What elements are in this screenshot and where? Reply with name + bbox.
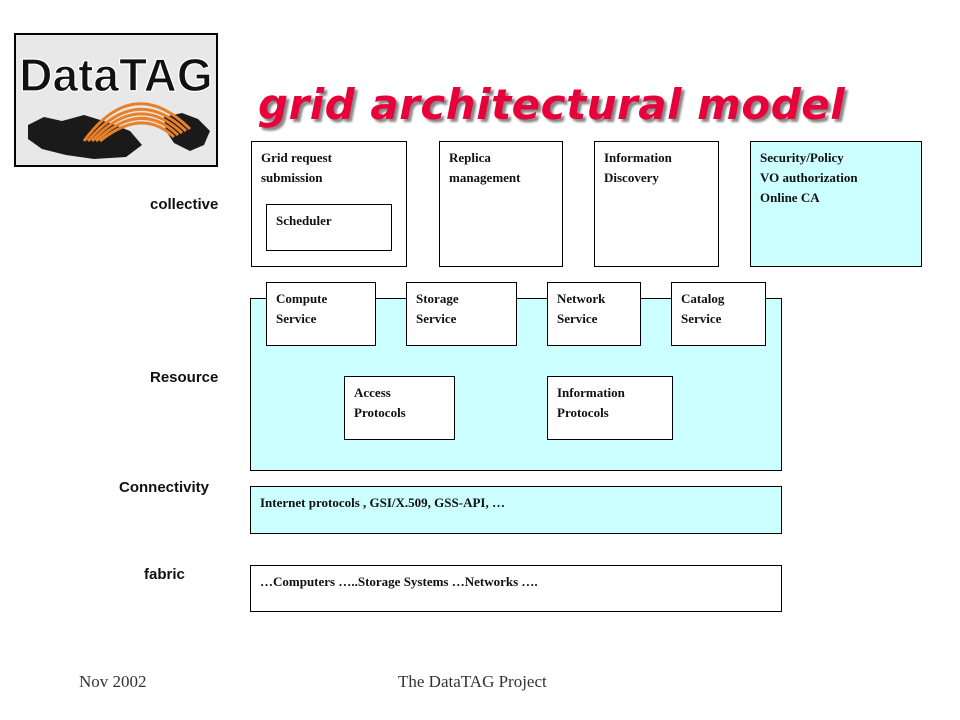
information-discovery-line-2: Discovery: [604, 170, 659, 185]
datatag-logo: DataTAG: [14, 33, 218, 167]
security-line-1: Security/Policy: [760, 150, 844, 165]
catalog-line-1: Catalog: [681, 291, 725, 306]
storage-line-2: Service: [416, 311, 457, 326]
footer-date: Nov 2002: [79, 672, 147, 691]
storage-line-1: Storage: [416, 291, 459, 306]
fabric-text: …Computers …..Storage Systems …Networks …: [260, 574, 538, 589]
network-service-box: Network Service: [547, 282, 641, 346]
information-protocols-line-2: Protocols: [557, 405, 609, 420]
layer-label-collective: collective: [150, 196, 219, 213]
layer-label-fabric: fabric: [144, 566, 185, 583]
security-line-3: Online CA: [760, 190, 820, 205]
security-line-2: VO authorization: [760, 170, 858, 185]
footer-project: The DataTAG Project: [398, 672, 547, 691]
information-discovery-box: Information Discovery: [594, 141, 719, 267]
fabric-layer-box: …Computers …..Storage Systems …Networks …: [250, 565, 782, 612]
grid-request-line-2: submission: [261, 170, 323, 185]
information-protocols-line-1: Information: [557, 385, 625, 400]
connectivity-layer-box: Internet protocols , GSI/X.509, GSS-API,…: [250, 486, 782, 534]
security-policy-box: Security/Policy VO authorization Online …: [750, 141, 922, 267]
replica-line-2: management: [449, 170, 521, 185]
network-line-2: Service: [557, 311, 598, 326]
scheduler-box: Scheduler: [266, 204, 392, 251]
arc-3: [90, 112, 184, 143]
arc-2: [86, 107, 188, 142]
access-line-1: Access: [354, 385, 391, 400]
arc-1: [82, 102, 192, 142]
compute-line-2: Service: [276, 311, 317, 326]
network-line-1: Network: [557, 291, 606, 306]
storage-service-box: Storage Service: [406, 282, 517, 346]
access-line-2: Protocols: [354, 405, 406, 420]
replica-management-box: Replica management: [439, 141, 563, 267]
scheduler-label: Scheduler: [276, 213, 332, 228]
layer-label-connectivity: Connectivity: [119, 479, 210, 496]
page-title: grid architectural model: [258, 80, 846, 129]
compute-service-box: Compute Service: [266, 282, 376, 346]
logo-text: DataTAG: [19, 49, 212, 101]
catalog-line-2: Service: [681, 311, 722, 326]
catalog-service-box: Catalog Service: [671, 282, 766, 346]
arc-5: [99, 121, 176, 143]
arc-4: [94, 116, 180, 143]
layer-label-resource: Resource: [150, 369, 219, 386]
compute-line-1: Compute: [276, 291, 328, 306]
access-protocols-box: Access Protocols: [344, 376, 455, 440]
connectivity-text: Internet protocols , GSI/X.509, GSS-API,…: [260, 495, 505, 510]
information-discovery-line-1: Information: [604, 150, 672, 165]
grid-request-line-1: Grid request: [261, 150, 332, 165]
information-protocols-box: Information Protocols: [547, 376, 673, 440]
replica-line-1: Replica: [449, 150, 491, 165]
